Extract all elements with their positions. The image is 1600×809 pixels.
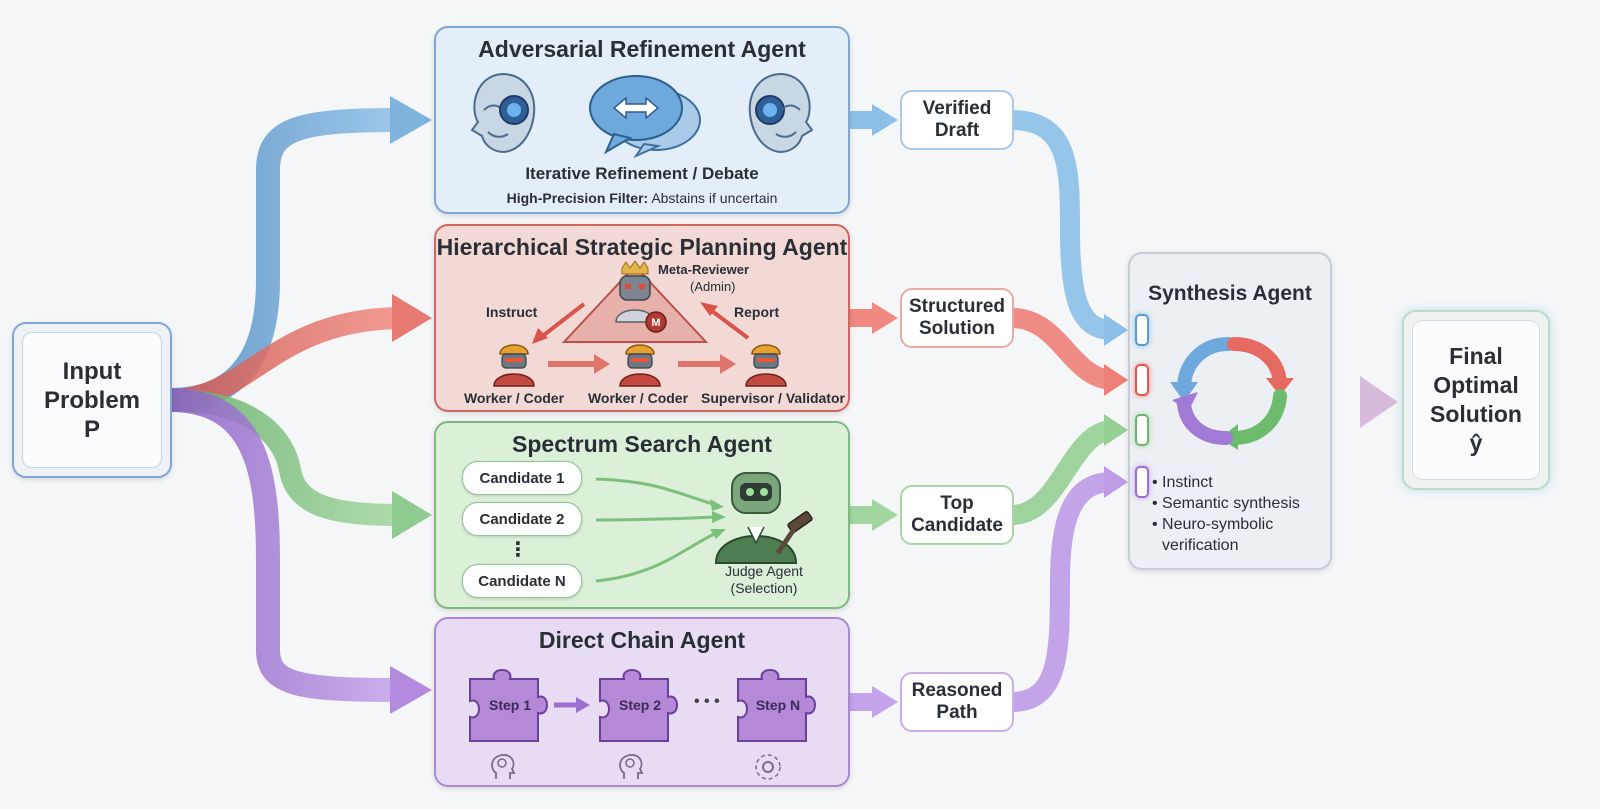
supervisor-label: Supervisor / Validator	[701, 390, 845, 406]
synthesis-bullets: • Instinct • Semantic synthesis • Neuro-…	[1152, 472, 1300, 556]
instruct-report-arrows	[532, 302, 750, 374]
flow-input-to-hierarchical	[169, 307, 401, 411]
head-brain-icon-2	[619, 754, 644, 779]
candidate-arrows	[595, 477, 726, 583]
gears-cycle-icon	[755, 754, 781, 780]
bullet-instinct: • Instinct	[1152, 474, 1213, 491]
candidate-ellipsis: ⋮	[508, 539, 528, 561]
spectrum-title: Spectrum Search Agent	[512, 431, 772, 457]
arrowhead-direct	[390, 666, 432, 714]
hierarchical-title: Hierarchical Strategic Planning Agent	[436, 234, 848, 260]
bullet-semantic: • Semantic synthesis	[1152, 495, 1300, 512]
direct-title: Direct Chain Agent	[538, 627, 746, 653]
flow-input-to-direct	[169, 388, 401, 702]
candidate-n: Candidate N	[462, 564, 582, 598]
structured-solution-line2: Solution	[919, 318, 995, 339]
synthesis-cycle-icon	[1170, 337, 1294, 450]
step-2-label: Step 2	[618, 697, 661, 713]
meta-reviewer-role: (Admin)	[690, 279, 736, 294]
reasoned-path-line2: Path	[936, 702, 978, 723]
meta-reviewer-pyramid-icon: M	[561, 260, 709, 343]
synthesis-port-purple	[1135, 466, 1149, 498]
adversarial-title: Adversarial Refinement Agent	[478, 36, 806, 62]
adversarial-subtitle: Iterative Refinement / Debate	[525, 164, 759, 183]
step-ellipsis: • • •	[694, 693, 720, 710]
svg-text:M: M	[651, 317, 660, 329]
worker-label-2: Worker / Coder	[587, 390, 689, 406]
final-line1: Final	[1449, 343, 1503, 369]
final-solution-box: Final Optimal Solution ŷ	[1402, 310, 1550, 490]
debate-bubbles-icon	[589, 75, 701, 158]
arrowhead-final	[1360, 376, 1398, 428]
final-line3: Solution	[1430, 401, 1522, 427]
filter-label: High-Precision Filter:	[506, 190, 649, 206]
adversarial-refinement-panel: Adversarial Refinement Agent Iterative R…	[434, 26, 850, 214]
direct-chain-panel: Direct Chain Agent • • • Step 1 Step 2 S…	[434, 617, 850, 787]
judge-agent-icon	[714, 472, 813, 564]
synthesis-port-green	[1135, 414, 1149, 446]
input-problem-box: Input Problem P	[12, 322, 172, 478]
synthesis-title: Synthesis Agent	[1148, 282, 1312, 305]
flow-top-to-synthesis	[1010, 420, 1114, 525]
puzzle-step-n-icon	[737, 669, 816, 742]
filter-description: Abstains if uncertain	[651, 190, 778, 206]
reasoned-path-pill: Reasoned Path	[900, 672, 1014, 732]
candidate-1: Candidate 1	[462, 461, 582, 495]
input-label-line3: P	[83, 415, 100, 443]
structured-solution-pill: Structured Solution	[900, 288, 1014, 348]
judge-label-line2: (Selection)	[730, 580, 798, 596]
bullet-verification: verification	[1162, 537, 1239, 554]
reasoned-path-line1: Reasoned	[911, 680, 1003, 701]
supervisor-validator-icon	[745, 344, 787, 387]
report-label: Report	[734, 304, 780, 320]
step-arrows	[554, 697, 590, 713]
puzzle-step-2-icon	[599, 669, 678, 742]
arrowhead-hierarchical	[392, 294, 432, 342]
final-line2: Optimal	[1433, 372, 1519, 398]
flow-reasoned-to-synthesis	[1011, 472, 1113, 712]
worker-label-1: Worker / Coder	[463, 390, 565, 406]
adversarial-filter: High-Precision Filter: Abstains if uncer…	[436, 190, 848, 206]
structured-solution-line1: Structured	[908, 296, 1006, 317]
hierarchical-planning-panel: Hierarchical Strategic Planning Agent M …	[434, 224, 850, 412]
verified-draft-pill: Verified Draft	[900, 90, 1014, 150]
judge-label-line1: Judge Agent	[725, 563, 803, 579]
meta-reviewer-label: Meta-Reviewer	[658, 262, 750, 277]
arrowhead-adversarial	[390, 96, 432, 144]
arrowhead-spectrum	[392, 491, 432, 539]
top-candidate-pill: Top Candidate	[900, 485, 1014, 545]
input-label-line2: Problem	[43, 386, 141, 414]
step-n-label: Step N	[755, 697, 801, 713]
worker-coder-2-icon	[619, 344, 661, 387]
step-1-label: Step 1	[488, 697, 531, 713]
synthesis-port-blue	[1135, 314, 1149, 346]
synthesis-port-red	[1135, 364, 1149, 396]
judge-label: Judge Agent (Selection)	[708, 563, 820, 597]
instruct-label: Instruct	[486, 304, 538, 320]
top-candidate-line2: Candidate	[911, 515, 1003, 536]
flow-verified-to-synthesis	[1011, 110, 1113, 340]
verified-draft-line1: Verified	[922, 98, 992, 119]
input-label-line1: Input	[62, 357, 122, 385]
robot-head-right-icon	[748, 72, 814, 154]
verified-draft-line2: Draft	[934, 120, 980, 141]
synthesis-agent-panel: Synthesis Agent • Instinct • Semantic sy…	[1128, 252, 1332, 570]
top-candidate-line1: Top	[940, 493, 974, 514]
bullet-neuro: • Neuro-symbolic	[1152, 516, 1274, 533]
puzzle-step-1-icon	[469, 669, 548, 742]
candidate-2: Candidate 2	[462, 502, 582, 536]
flow-structured-to-synthesis	[1011, 308, 1114, 390]
worker-coder-1-icon	[493, 344, 535, 387]
final-line4: ŷ	[1469, 430, 1483, 456]
head-brain-icon-1	[491, 754, 516, 779]
robot-head-left-icon	[470, 72, 536, 154]
